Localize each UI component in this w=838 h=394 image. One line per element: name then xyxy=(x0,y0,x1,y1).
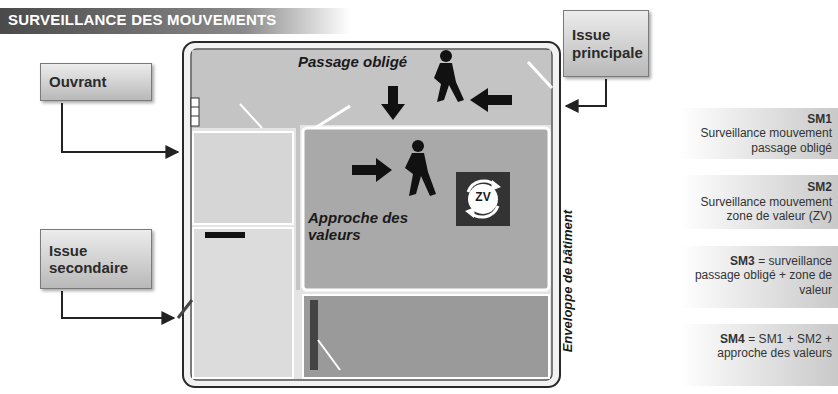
diagram-title: SURVEILLANCE DES MOUVEMENTS xyxy=(8,11,277,28)
window xyxy=(191,116,199,117)
motion-arrow xyxy=(352,158,392,182)
mode-box: SM1Surveillance mouvement passage obligé xyxy=(680,108,838,159)
callout-box: Ouvrant xyxy=(40,63,152,101)
box-heading: SM3 xyxy=(730,254,755,268)
room xyxy=(303,295,549,378)
room xyxy=(193,228,293,378)
leader-arrow xyxy=(566,79,606,106)
box-heading: Issue principale xyxy=(572,26,640,61)
secondary-door xyxy=(178,300,192,318)
mode-box: SM4= SM1 + SM2 + approche des valeurs xyxy=(680,324,838,386)
window xyxy=(191,98,199,126)
window xyxy=(191,107,199,108)
mode-box: SM2Surveillance mouvement zone de valeur… xyxy=(680,175,838,229)
box-heading: SM1 xyxy=(688,112,832,126)
box-text: Surveillance mouvement passage obligé xyxy=(688,126,832,155)
box-heading: SM4 xyxy=(720,332,745,346)
main-door xyxy=(528,62,552,88)
box-heading: Ouvrant xyxy=(49,73,143,90)
wall-opening xyxy=(205,232,245,238)
inner-wall xyxy=(191,49,552,380)
area-label: Approche des valeurs xyxy=(308,210,450,243)
box-heading: Issue secondaire xyxy=(49,242,143,277)
walking-person xyxy=(434,50,464,102)
zone-symbol-text: ZV xyxy=(469,191,497,204)
door xyxy=(315,106,350,128)
area-label: Passage obligé xyxy=(298,54,428,71)
zv-rotation-arrow xyxy=(465,207,475,218)
callout-box: Issue principale xyxy=(563,10,649,77)
mode-box: SM3= surveillance passage obligé + zone … xyxy=(680,246,838,308)
callout-box: Issue secondaire xyxy=(40,229,152,289)
envelope-label: Enveloppe de bâtiment xyxy=(561,181,575,381)
title-band xyxy=(0,8,350,34)
zv-rotation-arrow xyxy=(491,180,501,191)
zv-symbol xyxy=(456,172,510,226)
door xyxy=(318,340,340,370)
door xyxy=(240,104,262,128)
box-text: = surveillance passage obligé + zone de … xyxy=(695,254,832,297)
wall xyxy=(310,300,318,370)
box-text: Surveillance mouvement zone de valeur (Z… xyxy=(688,195,832,224)
building-envelope xyxy=(183,42,560,387)
leader-arrow xyxy=(62,103,178,152)
leader-arrow xyxy=(62,291,174,318)
room xyxy=(193,132,293,224)
motion-arrow xyxy=(470,88,512,112)
walking-person xyxy=(405,140,436,196)
value-zone-area xyxy=(303,128,549,290)
motion-arrow xyxy=(381,86,405,120)
box-heading: SM2 xyxy=(688,180,832,194)
